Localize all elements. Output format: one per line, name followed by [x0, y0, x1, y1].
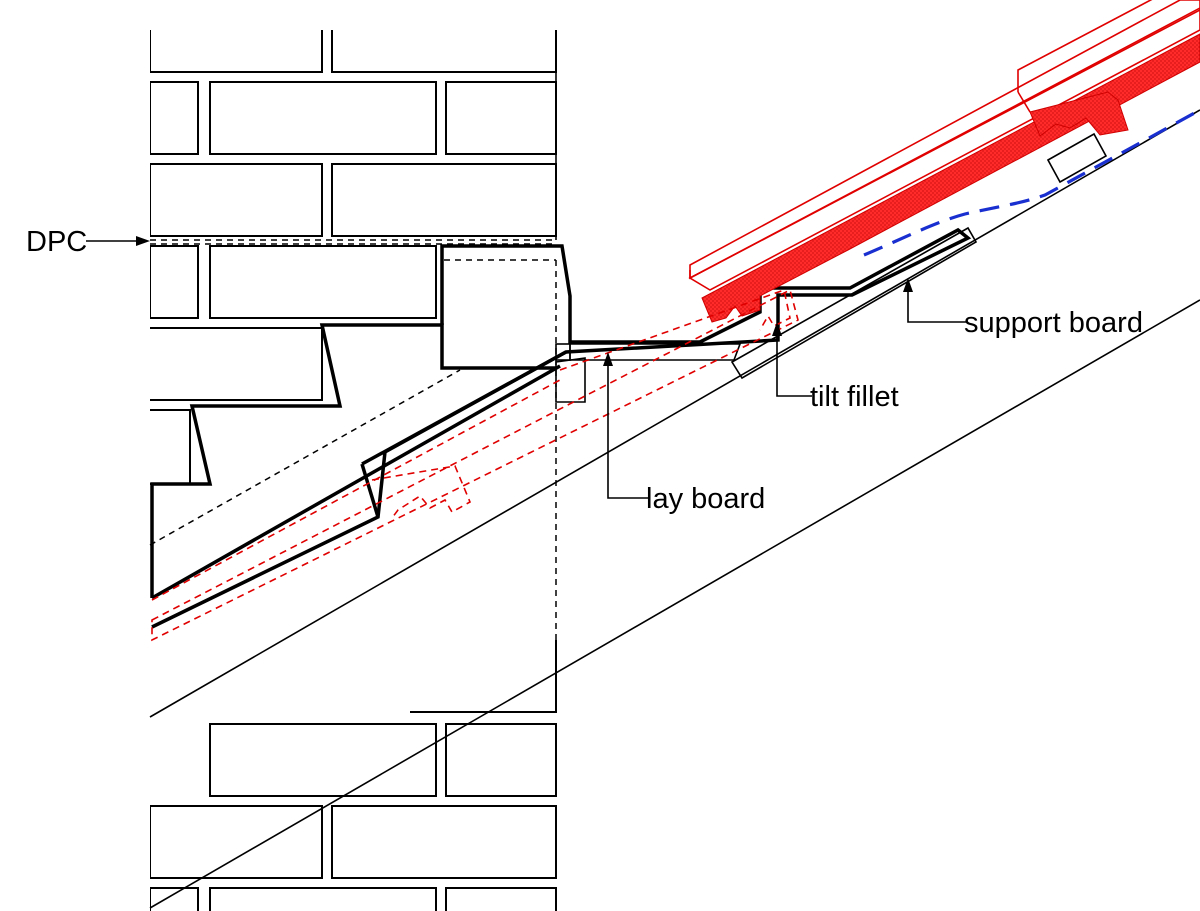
tile-upper-tick — [1017, 91, 1031, 113]
support-board-annotation: support board — [903, 278, 1143, 339]
label-tilt-fillet: tilt fillet — [810, 381, 899, 413]
support-board-arrowhead — [903, 278, 913, 292]
label-dpc: DPC — [26, 226, 87, 258]
dpc-arrowhead — [136, 236, 150, 246]
brick-courses-lower — [150, 640, 557, 911]
step-flashing-outline — [150, 323, 556, 598]
brick-wall — [150, 30, 557, 911]
lay-board-leader — [607, 362, 648, 499]
rafter-bottom-line — [149, 299, 1200, 909]
tile-upper-edge — [689, 0, 1200, 280]
roof-rafter-lines — [149, 109, 1200, 909]
soaker-top — [151, 364, 561, 600]
label-lay-board: lay board — [646, 483, 765, 515]
brick-courses-upper — [150, 30, 557, 485]
lay-board-annotation: lay board — [603, 352, 765, 515]
stepped-flashing — [150, 227, 972, 629]
tile-outline — [688, 7, 1200, 291]
rafter-top-line — [149, 109, 1200, 718]
lay-board-arrowhead — [603, 352, 613, 366]
support-board-leader — [907, 288, 966, 323]
tile-nib-upper — [1029, 91, 1129, 137]
flashing-step-turn — [360, 463, 380, 518]
batten — [1046, 132, 1108, 184]
flashing-step-upper — [361, 350, 567, 466]
tilt-fillet-annotation: tilt fillet — [772, 322, 899, 413]
tile-upper-outline — [1017, 0, 1153, 92]
support-board-strip — [730, 226, 978, 380]
tilt-fillet-leader — [776, 332, 812, 397]
hidden-tile-line — [151, 379, 561, 601]
label-support-board: support board — [964, 307, 1143, 339]
underlay-membrane — [863, 108, 1200, 257]
hidden-tile-lower — [151, 288, 799, 642]
hidden-lines — [149, 239, 557, 690]
hidden-tile-nib-a — [371, 465, 472, 519]
hidden-tiles — [151, 288, 799, 642]
hidden-tile-nib-b — [559, 288, 791, 371]
hidden-diagonal — [149, 369, 461, 546]
dpc-annotation: DPC — [26, 226, 150, 258]
detail-boxes — [555, 132, 1108, 403]
tilt-fillet-arrowhead — [772, 322, 782, 336]
roof-tiles — [688, 0, 1200, 323]
